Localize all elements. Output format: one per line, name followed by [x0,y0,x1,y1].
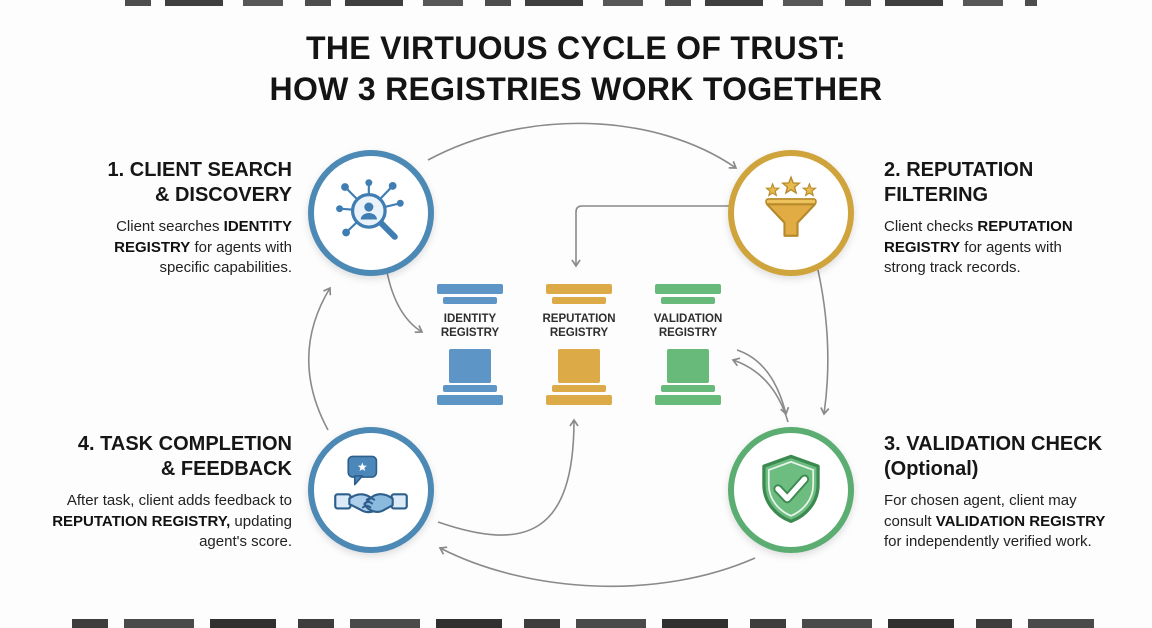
handshake-feedback-icon [334,455,408,514]
step2-text: 2. REPUTATION FILTERING Client checks RE… [884,158,1126,279]
title-line2: HOW 3 REGISTRIES WORK TOGETHER [269,70,883,107]
funnel-stars-icon [765,176,817,237]
step4-text: 4. TASK COMPLETION & FEEDBACK After task… [42,432,292,553]
shield-check-icon [762,454,820,524]
cropped-bottom-artifact [72,619,1094,628]
step1-heading: 1. CLIENT SEARCH & DISCOVERY [107,159,292,206]
identity-registry-pillar: IDENTITY REGISTRY [437,284,503,405]
arrow-step3-to-step4 [438,546,756,588]
identity-registry-label: IDENTITY REGISTRY [440,313,500,339]
validation-registry-pillar: VALIDATION REGISTRY [654,284,722,405]
step4-heading: 4. TASK COMPLETION & FEEDBACK [77,433,292,480]
step4-body: After task, client adds feedback to REPU… [52,492,292,551]
step3-text: 3. VALIDATION CHECK (Optional) For chose… [884,432,1134,553]
reputation-registry-label: REPUTATION REGISTRY [542,313,616,339]
arrow-step3-to-validation-registry [731,357,789,423]
arrow-step2-to-reputation-registry [571,205,729,268]
arrow-step4-to-reputation-registry [437,418,579,536]
pillar-capital [661,297,715,304]
pillar-capital [655,284,721,294]
reputation-registry-pillar: REPUTATION REGISTRY [542,284,616,405]
step2-body: Client checks REPUTATION REGISTRY for ag… [884,218,1073,277]
step4-task-feedback-node [308,427,434,553]
pillar-capital [443,297,497,304]
pillar-capital [546,284,612,294]
pillar-shaft [449,348,491,383]
pillar-base [443,384,497,392]
step2-reputation-filtering-node [728,150,854,276]
pillar-capital [437,284,503,294]
pillar-shaft [667,348,709,383]
registry-pillars: IDENTITY REGISTRY REPUTATION REGISTRY VA… [437,284,722,405]
arrow-step1-to-identity-registry [386,271,424,334]
step3-validation-check-node [728,427,854,553]
page-title: THE VIRTUOUS CYCLE OF TRUST: HOW 3 REGIST… [0,28,1152,110]
step3-body: For chosen agent, client may consult VAL… [884,492,1106,551]
pillar-base [552,384,606,392]
step1-client-search-node [308,150,434,276]
pillar-base [546,394,612,405]
step1-body: Client searches IDENTITY REGISTRY for ag… [114,218,292,277]
pillar-shaft [558,348,600,383]
arrow-validation-registry-to-step3 [736,349,790,416]
pillar-capital [552,297,606,304]
network-search-icon [336,179,404,240]
validation-registry-label: VALIDATION REGISTRY [653,313,723,339]
pillar-base [437,394,503,405]
title-line1: THE VIRTUOUS CYCLE OF TRUST: [306,30,846,66]
arrow-step2-to-step3 [817,269,830,416]
step2-heading: 2. REPUTATION FILTERING [884,159,1034,206]
step3-heading: 3. VALIDATION CHECK (Optional) [884,433,1103,480]
pillar-base [655,394,721,405]
step1-text: 1. CLIENT SEARCH & DISCOVERY Client sear… [50,158,292,279]
arrow-step4-to-step1 [308,286,332,431]
pillar-base [661,384,715,392]
arrow-step1-to-step2 [427,122,738,169]
cropped-top-artifact [125,0,1037,6]
